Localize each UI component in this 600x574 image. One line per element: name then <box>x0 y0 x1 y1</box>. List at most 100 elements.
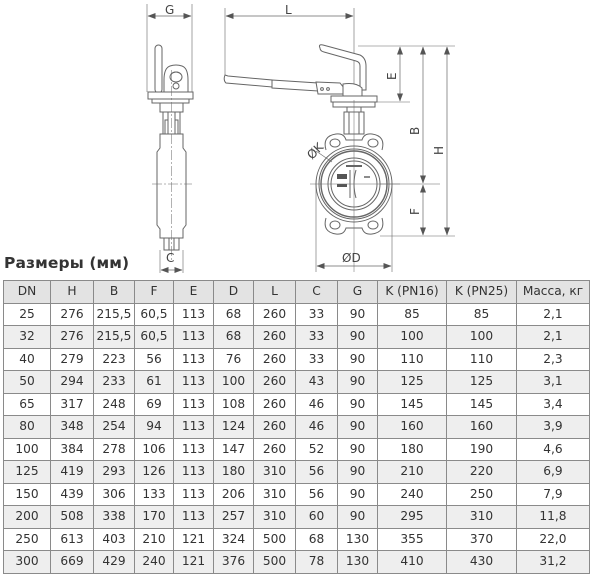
table-cell: 130 <box>337 550 378 574</box>
table-cell: 4,6 <box>516 437 590 461</box>
table-cell: 121 <box>173 527 214 551</box>
table-cell: 260 <box>253 370 296 394</box>
table-cell: 294 <box>50 370 94 394</box>
table-cell: 260 <box>253 347 296 371</box>
table-cell: 90 <box>337 505 378 529</box>
table-cell: 293 <box>93 460 135 484</box>
front-view <box>223 8 455 272</box>
table-cell: 276 <box>50 302 94 326</box>
table-cell: 254 <box>93 415 135 439</box>
table-cell: 370 <box>446 527 517 551</box>
table-cell: 113 <box>173 437 214 461</box>
table-cell: 106 <box>134 437 174 461</box>
table-cell: 100 <box>3 437 51 461</box>
valve-technical-drawing: G C <box>146 3 455 273</box>
table-cell: 108 <box>213 392 254 416</box>
table-cell: 240 <box>377 482 447 506</box>
table-cell: 25 <box>3 302 51 326</box>
table-cell: 60,5 <box>134 302 174 326</box>
column-header: D <box>213 280 254 304</box>
table-cell: 85 <box>377 302 447 326</box>
table-cell: 56 <box>134 347 174 371</box>
label-L: L <box>285 3 292 17</box>
column-header: B <box>93 280 135 304</box>
table-cell: 248 <box>93 392 135 416</box>
table-cell: 85 <box>446 302 517 326</box>
table-cell: 257 <box>213 505 254 529</box>
table-cell: 90 <box>337 482 378 506</box>
label-C: C <box>166 251 174 265</box>
table-cell: 113 <box>173 302 214 326</box>
table-cell: 46 <box>295 415 338 439</box>
table-cell: 220 <box>446 460 517 484</box>
table-cell: 80 <box>3 415 51 439</box>
table-cell: 384 <box>50 437 94 461</box>
label-D: ØD <box>342 251 361 265</box>
table-cell: 260 <box>253 325 296 349</box>
table-cell: 130 <box>337 527 378 551</box>
column-header: DN <box>3 280 51 304</box>
table-cell: 310 <box>253 460 296 484</box>
table-cell: 2,3 <box>516 347 590 371</box>
table-cell: 306 <box>93 482 135 506</box>
table-cell: 180 <box>377 437 447 461</box>
table-cell: 125 <box>446 370 517 394</box>
table-cell: 376 <box>213 550 254 574</box>
table-cell: 278 <box>93 437 135 461</box>
label-K: ØK <box>304 139 327 162</box>
table-cell: 43 <box>295 370 338 394</box>
table-cell: 90 <box>337 437 378 461</box>
table-cell: 65 <box>3 392 51 416</box>
table-cell: 348 <box>50 415 94 439</box>
table-cell: 113 <box>173 347 214 371</box>
table-cell: 160 <box>446 415 517 439</box>
table-cell: 110 <box>377 347 447 371</box>
table-cell: 3,4 <box>516 392 590 416</box>
table-cell: 215,5 <box>93 325 135 349</box>
table-cell: 317 <box>50 392 94 416</box>
table-cell: 613 <box>50 527 94 551</box>
table-cell: 260 <box>253 392 296 416</box>
table-cell: 50 <box>3 370 51 394</box>
table-cell: 52 <box>295 437 338 461</box>
table-cell: 233 <box>93 370 135 394</box>
column-header: Масса, кг <box>516 280 590 304</box>
table-cell: 145 <box>377 392 447 416</box>
table-cell: 100 <box>213 370 254 394</box>
table-cell: 310 <box>446 505 517 529</box>
side-view <box>146 4 194 273</box>
table-cell: 276 <box>50 325 94 349</box>
table-cell: 69 <box>134 392 174 416</box>
table-cell: 240 <box>134 550 174 574</box>
table-cell: 355 <box>377 527 447 551</box>
table-cell: 56 <box>295 482 338 506</box>
table-cell: 170 <box>134 505 174 529</box>
column-header: K (PN16) <box>377 280 447 304</box>
table-cell: 113 <box>173 482 214 506</box>
table-cell: 11,8 <box>516 505 590 529</box>
table-cell: 508 <box>50 505 94 529</box>
table-cell: 6,9 <box>516 460 590 484</box>
table-cell: 125 <box>3 460 51 484</box>
table-cell: 430 <box>446 550 517 574</box>
table-cell: 669 <box>50 550 94 574</box>
table-cell: 180 <box>213 460 254 484</box>
label-G: G <box>165 3 174 17</box>
table-cell: 40 <box>3 347 51 371</box>
label-F: F <box>408 208 422 215</box>
table-cell: 150 <box>3 482 51 506</box>
table-cell: 500 <box>253 527 296 551</box>
table-cell: 190 <box>446 437 517 461</box>
table-cell: 76 <box>213 347 254 371</box>
label-B: B <box>408 127 422 135</box>
table-cell: 90 <box>337 302 378 326</box>
table-cell: 310 <box>253 482 296 506</box>
column-header: C <box>295 280 338 304</box>
table-cell: 500 <box>253 550 296 574</box>
